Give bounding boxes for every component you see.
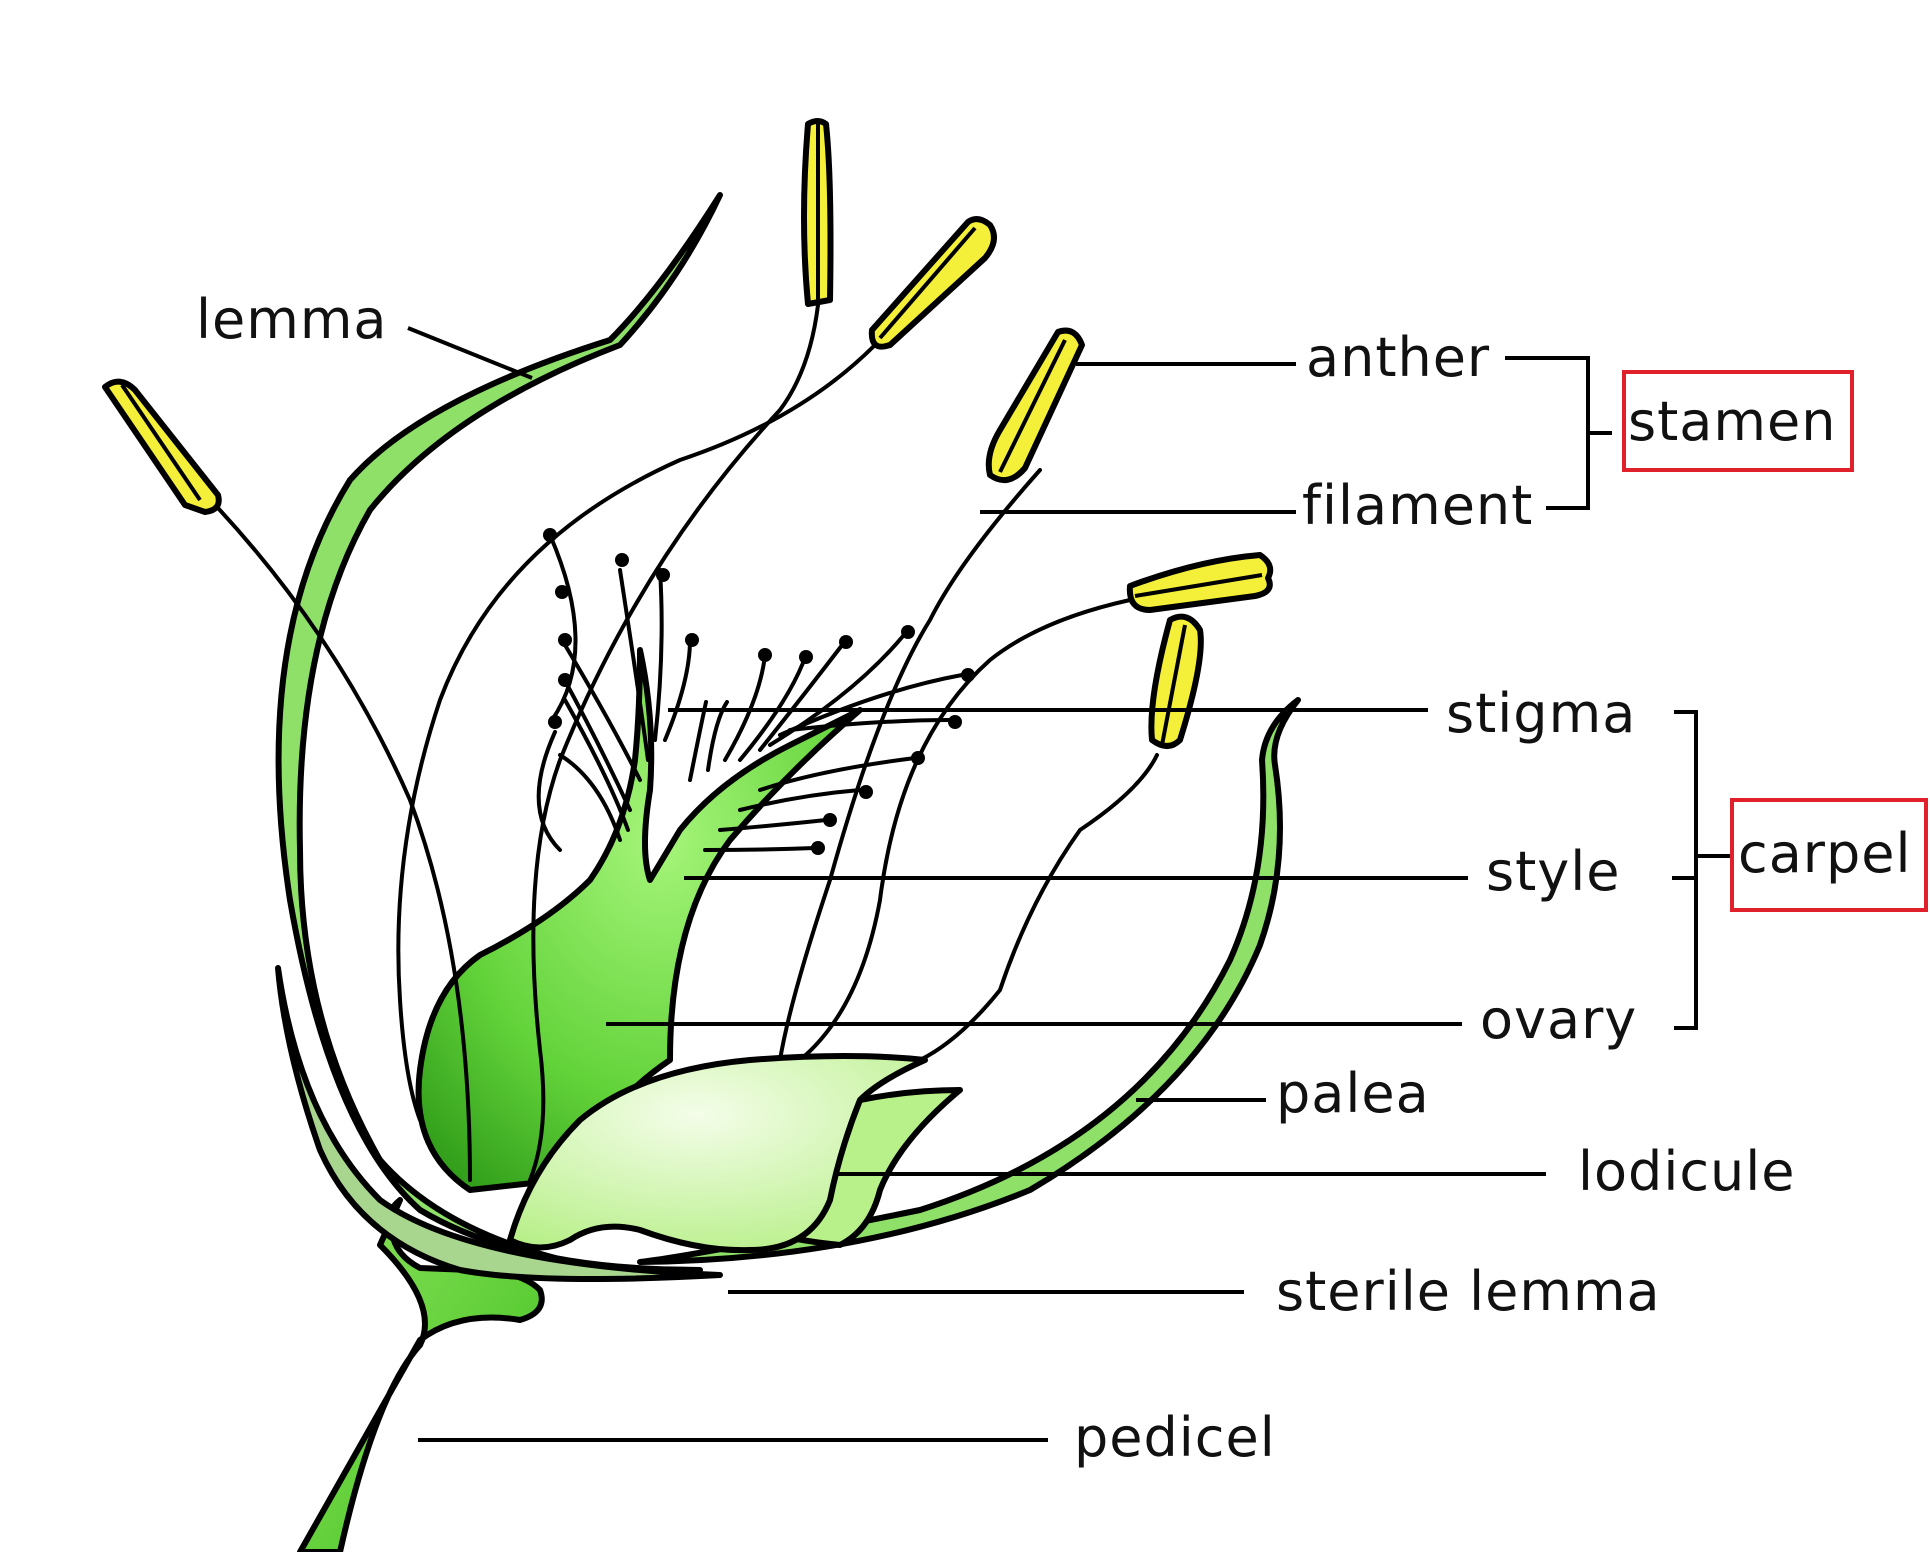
stamen-bracket [1505,356,1612,510]
label-palea: palea [1276,1062,1430,1125]
lodicule-body [507,1053,928,1254]
stigma-strands [536,528,975,855]
carpel-bracket [1672,710,1730,1030]
lemma-pointer [407,326,533,380]
anthers [102,118,1274,749]
label-ovary: ovary [1480,988,1637,1051]
label-stamen: stamen [1628,390,1836,453]
filaments [216,303,1159,1182]
label-pedicel: pedicel [1074,1406,1276,1469]
lemma-shape [275,192,723,1273]
label-lodicule: lodicule [1578,1140,1795,1203]
label-anther: anther [1306,326,1490,389]
stamen-highlight-box [1622,370,1854,472]
carpel-highlight-box [1730,798,1928,912]
label-carpel: carpel [1738,822,1911,885]
label-style: style [1486,840,1621,903]
sterile-lemma-shape [275,965,723,1282]
label-filament: filament [1302,474,1533,537]
ovary-shape [415,647,863,1193]
palea-shape [637,697,1301,1265]
label-stigma: stigma [1446,682,1636,745]
label-sterile-lemma: sterile lemma [1276,1260,1661,1323]
pointer-lines [407,326,1546,1442]
label-lemma: lemma [196,288,388,351]
